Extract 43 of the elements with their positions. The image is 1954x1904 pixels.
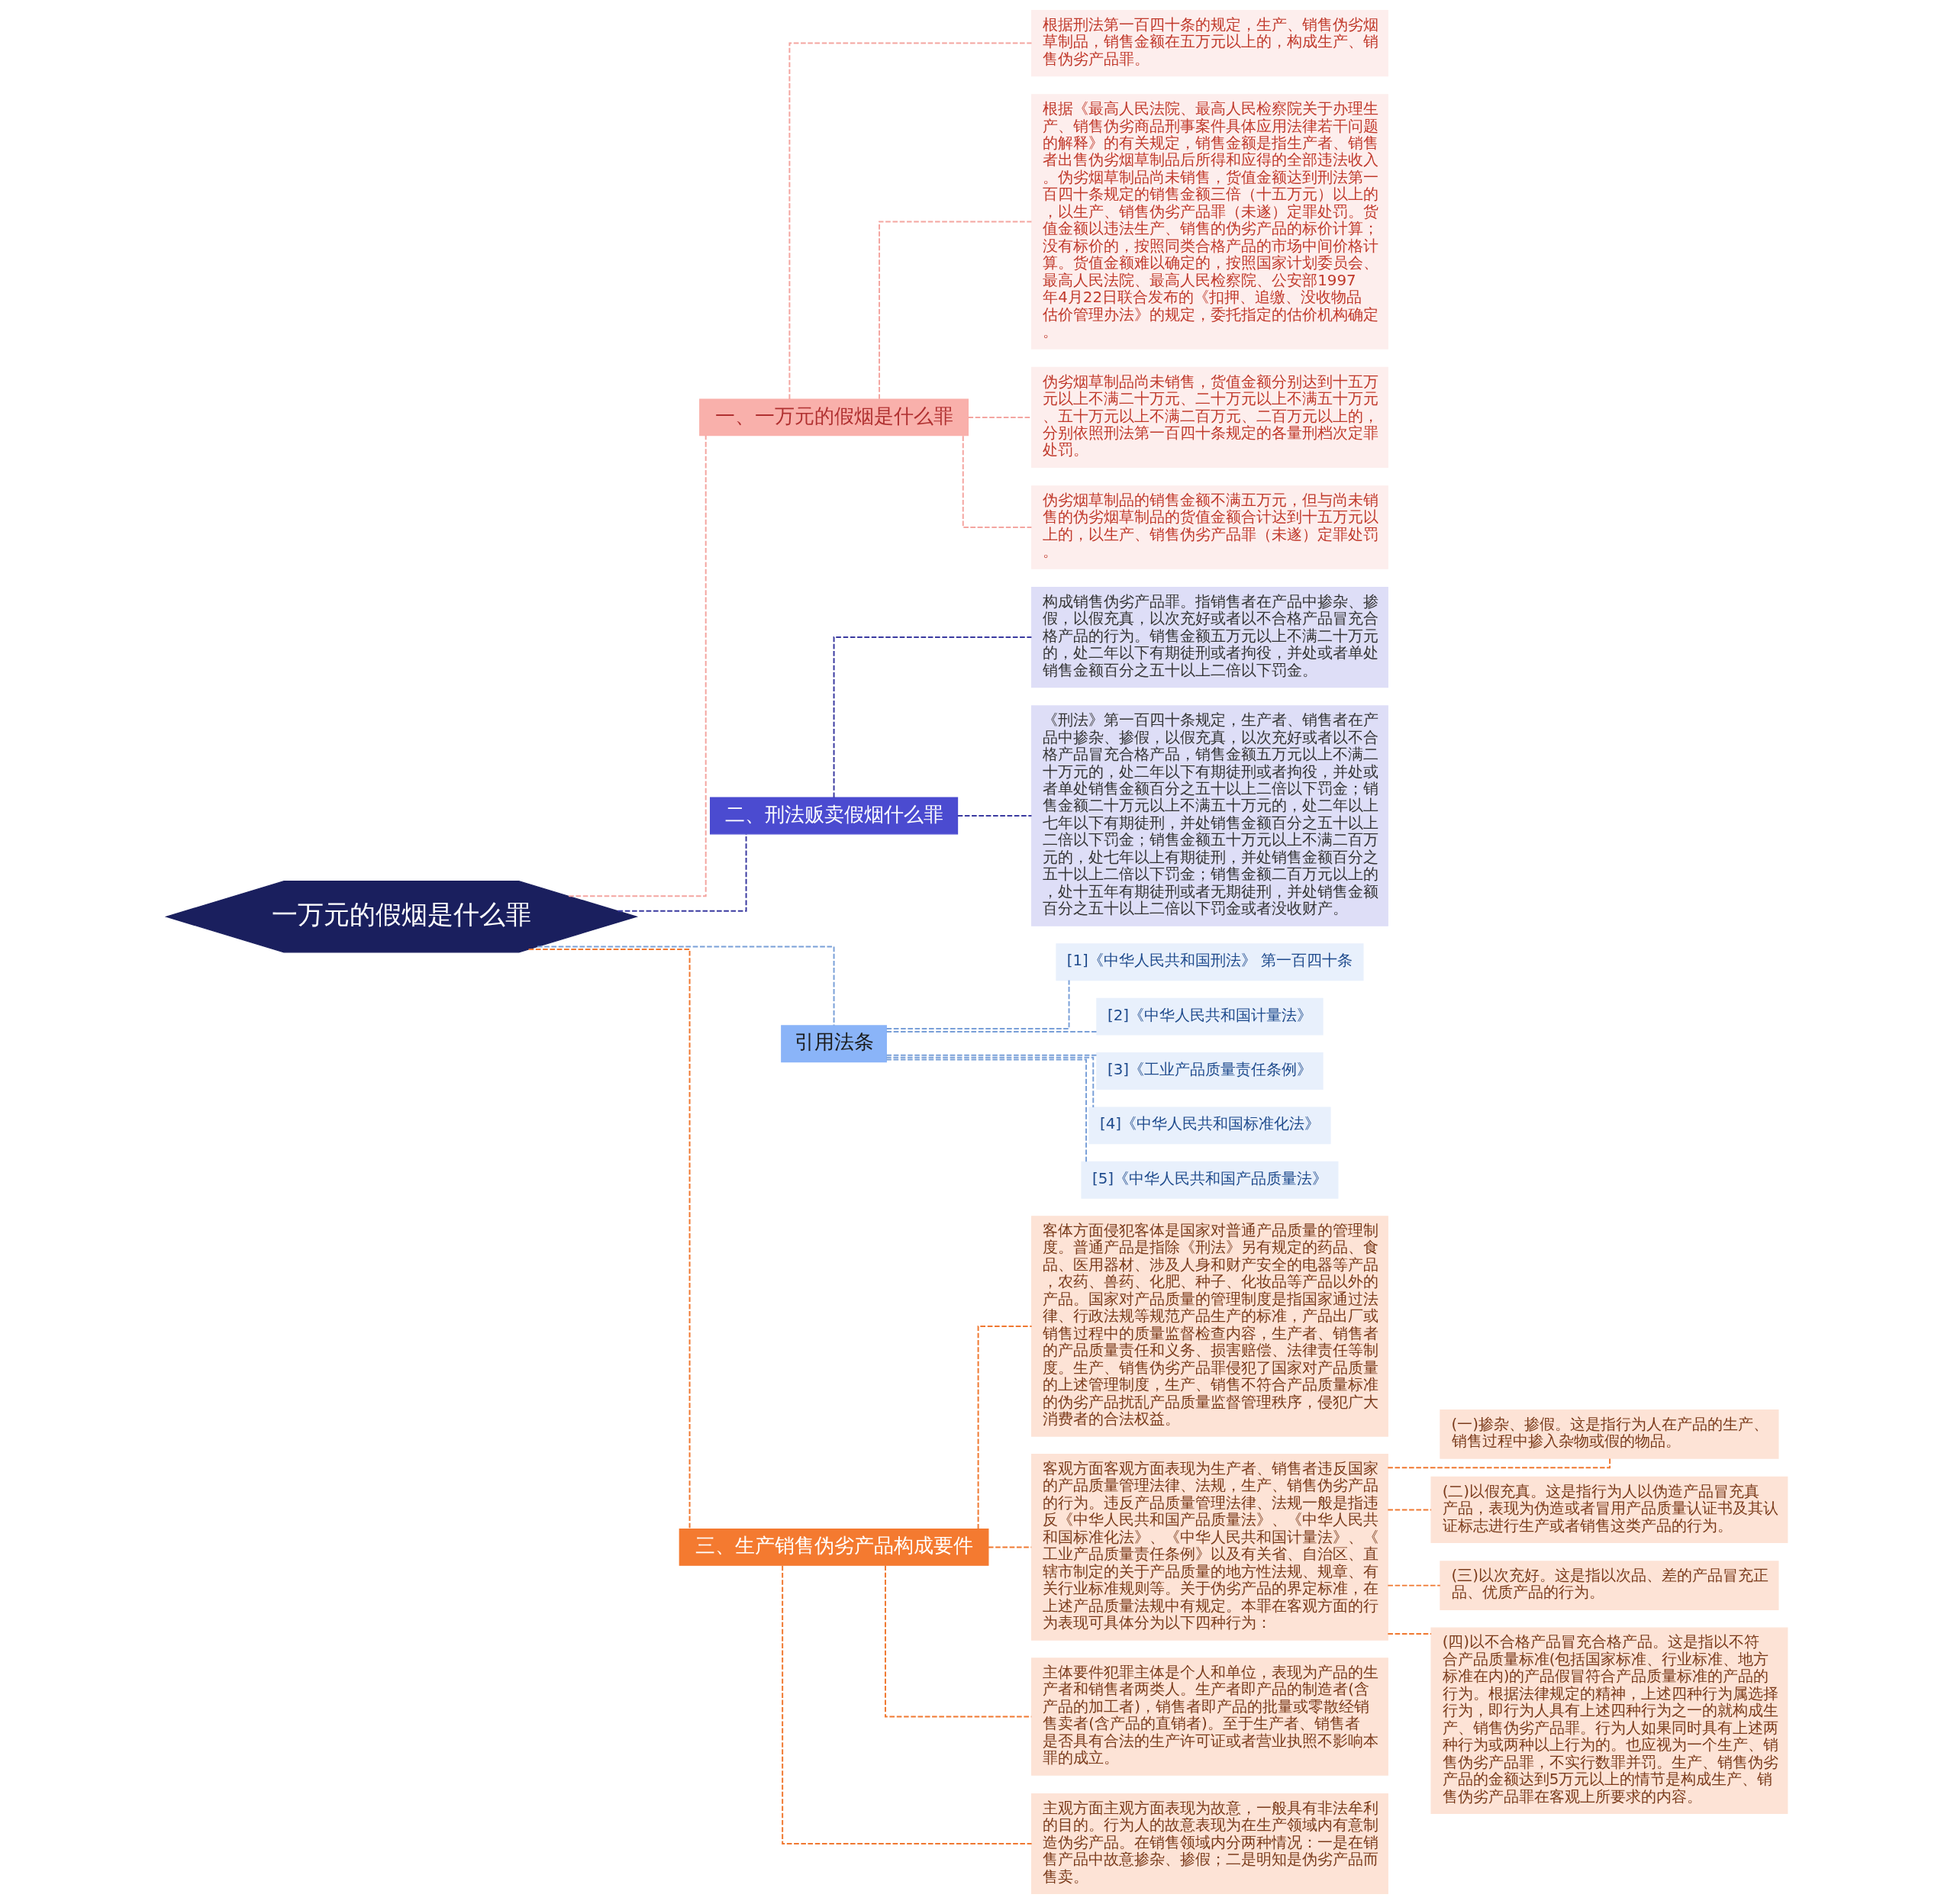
connector <box>1387 1633 1432 1635</box>
node-box: [5]《中华人民共和国产品质量法》 <box>1081 1161 1339 1199</box>
node-box: [1]《中华人民共和国刑法》 第一百四十条 <box>1056 943 1364 981</box>
node-box: 客观方面客观方面表现为生产者、销售者违反国家的产品质量管理法律、法规，生产、销售伪劣产品的行为。违反产品质量管理法律、法规一般是指违反《中华人民共和国产品质量法》、《中华人民共和国标准化法》、《中华人民共和国计量法》、《工业产品质量责任条例》以及有关省、自治区、直辖市制定的关于产品质量的地方性法规、规章、有关行业标准规则等。关于伪劣产品的界定标准，在上述产品质量法规中有规定。本罪在客观方面的行为表现可具体分为以下四种行为： <box>1031 1454 1388 1641</box>
connector <box>977 1325 1033 1530</box>
node-box: 二、刑法贩卖假烟什么罪 <box>709 797 959 835</box>
node-box: [2]《中华人民共和国计量法》 <box>1096 997 1324 1036</box>
node-box: (四)以不合格产品冒充合格产品。这是指以不符合产品质量标准(包括国家标准、行业标准、地方标准在内)的产品假冒符合产品质量标准的产品的行为。根据法律规定的精神，上述四种行为属选择行为，即行为人具有上述四种行为之一的就构成生产、销售伪劣产品罪。行为人如果同时具有上述两种行为或两种以上行为的。也应视为一个生产、销售伪劣产品罪，不实行数罪并罚。生产、销售伪劣产品的金额达到5万元以上的情节是构成生产、销售伪劣产品罪在客观上所要求的内容。 <box>1430 1627 1788 1814</box>
connector <box>537 946 835 1026</box>
node-box: (三)以次充好。这是指以次品、差的产品冒充正品、优质产品的行为。 <box>1440 1561 1779 1610</box>
connector <box>962 435 1033 528</box>
connector <box>885 1056 1095 1108</box>
node-box: 根据《最高人民法院、最高人民检察院关于办理生产、销售伪劣商品刑事案件具体应用法律若干问题的解释》的有关规定，销售金额是指生产者、销售者出售伪劣烟草制品后所得和应得的全部违法收入。伪劣烟草制品尚未销售，货值金额达到刑法第一百四十条规定的销售金额三倍（十五万元）以上的，以生产、销售伪劣产品罪（未遂）定罪处罚。货值金额以违法生产、销售的伪劣产品的标价计算；没有标价的，按照同类合格产品的市场中间价格计算。货值金额难以确定的，按照国家计划委员会、最高人民法院、最高人民检察院、公安部1997年4月22日联合发布的《扣押、追缴、没收物品估价管理办法》的规定，委托指定的估价机构确定。 <box>1031 94 1388 350</box>
node-box: 客体方面侵犯客体是国家对普通产品质量的管理制度。普通产品是指除《刑法》另有规定的药品、食品、医用器材、涉及人身和财产安全的电器等产品，农药、兽药、化肥、种子、化妆品等产品以外的产品。国家对产品质量的管理制度是指国家通过法律、行政法规等规范产品生产的标准，产品出厂或销售过程中的质量监督检查内容，生产者、销售者的产品质量责任和义务、损害赔偿、法律责任等制度。生产、销售伪劣产品罪侵犯了国家对产品质量的上述管理制度，生产、销售不符合产品质量标准的伪劣产品扰乱产品质量监督管理秩序，侵犯广大消费者的合法权益。 <box>1031 1216 1388 1437</box>
connector <box>833 636 1033 798</box>
node-box: 《刑法》第一百四十条规定，生产者、销售者在产品中掺杂、掺假，以假充真，以次充好或者以不合格产品冒充合格产品，销售金额五万元以上不满二十万元的，处二年以下有期徒刑或者拘役，并处或者单处销售金额百分之五十以上二倍以下罚金；销售金额二十万元以上不满五十万元的，处二年以上七年以下有期徒刑，并处销售金额百分之五十以上二倍以下罚金；销售金额五十万元以上不满二百万元的，处七年以上有期徒刑，并处销售金额百分之五十以上二倍以下罚金；销售金额二百万元以上的，处十五年有期徒刑或者无期徒刑，并处销售金额百分之五十以上二倍以下罚金或者没收财产。 <box>1031 705 1388 926</box>
connector <box>1387 1584 1441 1587</box>
node-box: 引用法条 <box>781 1025 887 1063</box>
connector <box>788 42 1033 400</box>
connector <box>617 833 747 912</box>
node-box: [4]《中华人民共和国标准化法》 <box>1088 1107 1331 1145</box>
connector <box>988 1546 1033 1548</box>
node-box: (二)以假充真。这是指行为人以伪造产品冒充真产品，表现为伪造或者冒用产品质量认证书及其认证标志进行生产或者销售这类产品的行为。 <box>1430 1476 1788 1544</box>
node-box: [3]《工业产品质量责任条例》 <box>1096 1052 1324 1090</box>
node-box: 三、生产销售伪劣产品构成要件 <box>679 1528 989 1566</box>
connector <box>885 1030 1098 1033</box>
node-box: 伪劣烟草制品的销售金额不满五万元，但与尚未销售的伪劣烟草制品的货值金额合计达到十五万元以上的，以生产、销售伪劣产品罪（未遂）定罪处罚。 <box>1031 485 1388 569</box>
connector <box>885 979 1070 1029</box>
connector <box>885 1058 1087 1163</box>
connector <box>1387 1458 1611 1469</box>
node-box: (一)掺杂、掺假。这是指行为人在产品的生产、销售过程中掺入杂物或假的物品。 <box>1440 1409 1779 1459</box>
connector <box>1387 1509 1432 1511</box>
connector <box>568 434 707 897</box>
node-box: 主观方面主观方面表现为故意，一般具有非法牟利的目的。行为人的故意表现为在生产领域内有意制造伪劣产品。在销售领域内分两种情况：一是在销售产品中故意掺杂、掺假；二是明知是伪劣产品而售卖。 <box>1031 1793 1388 1895</box>
connector <box>782 1564 1033 1844</box>
node-box: 构成销售伪劣产品罪。指销售者在产品中掺杂、掺假，以假充真，以次充好或者以不合格产品冒充合格产品的行为。销售金额五万元以上不满二十万元的，处二年以下有期徒刑或者拘役，并处或者单处销售金额百分之五十以上二倍以下罚金。 <box>1031 587 1388 688</box>
connector <box>527 949 691 1530</box>
node-box: 根据刑法第一百四十条的规定，生产、销售伪劣烟草制品，销售金额在五万元以上的，构成生产、销售伪劣产品罪。 <box>1031 9 1388 77</box>
node-box: 主体要件犯罪主体是个人和单位，表现为产品的生产者和销售者两类人。生产者即产品的制造者(含产品的加工者)，销售者即产品的批量或零散经销售卖者(含产品的直销者)。至于生产者、销售者是否具有合法的生产许可证或者营业执照不影响本罪的成立。 <box>1031 1658 1388 1776</box>
connector <box>956 815 1033 817</box>
connector <box>879 221 1033 400</box>
connector <box>885 1054 1098 1056</box>
node-box: 一、一万元的假烟是什么罪 <box>699 398 969 437</box>
